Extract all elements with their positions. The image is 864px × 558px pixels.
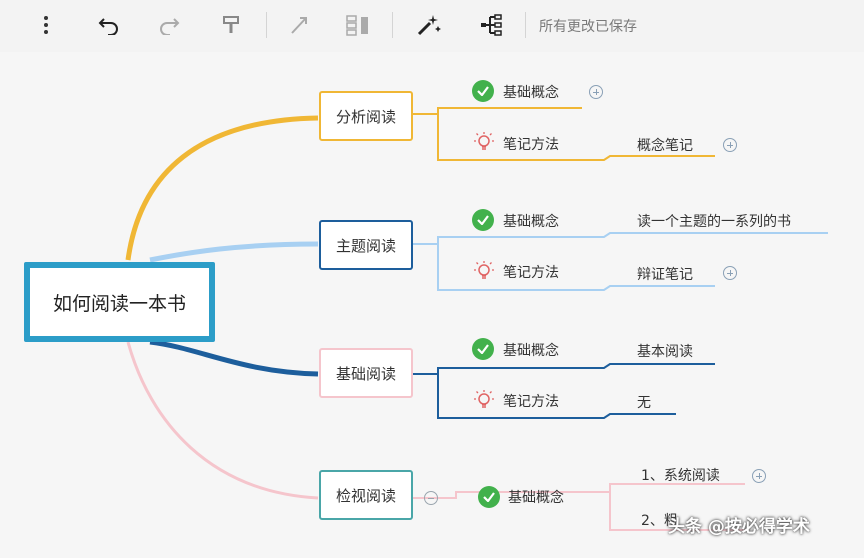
summary-icon[interactable] — [343, 10, 373, 40]
detail-value[interactable]: 无 — [637, 395, 651, 411]
format-painter-icon[interactable] — [216, 10, 246, 40]
lightbulb-icon — [474, 132, 494, 150]
toolbar-separator — [392, 12, 393, 38]
expand-plus-icon[interactable] — [723, 266, 737, 280]
topic-analysis-reading[interactable]: 分析阅读 — [319, 91, 413, 141]
branch-connectors — [125, 107, 828, 531]
subtopic-concept[interactable]: 基础概念 — [503, 343, 559, 359]
detail-value[interactable]: 概念笔记 — [637, 138, 693, 154]
check-icon — [472, 80, 494, 102]
toolbar: 所有更改已保存 — [0, 0, 864, 52]
subtopic-notes[interactable]: 笔记方法 — [503, 137, 559, 153]
detail-value[interactable]: 基本阅读 — [637, 344, 693, 360]
redo-icon[interactable] — [154, 10, 184, 40]
expand-plus-icon[interactable] — [723, 138, 737, 152]
expand-plus-icon[interactable] — [752, 469, 766, 483]
subtopic-concept[interactable]: 基础概念 — [503, 214, 559, 230]
check-icon — [472, 338, 494, 360]
structure-icon[interactable] — [477, 10, 507, 40]
lightbulb-icon — [474, 261, 494, 279]
subtopic-concept[interactable]: 基础概念 — [503, 85, 559, 101]
more-vertical-icon[interactable] — [31, 10, 61, 40]
connector-inspect — [126, 341, 319, 500]
undo-icon[interactable] — [94, 10, 124, 40]
topic-basic-reading[interactable]: 基础阅读 — [319, 348, 413, 398]
magic-wand-icon[interactable] — [414, 10, 444, 40]
subtopic-notes[interactable]: 笔记方法 — [503, 394, 559, 410]
lightbulb-icon — [474, 390, 494, 408]
topic-inspect-reading[interactable]: 检视阅读 — [319, 470, 413, 520]
detail-value[interactable]: 读一个主题的一系列的书 — [637, 214, 791, 230]
topic-theme-reading[interactable]: 主题阅读 — [319, 220, 413, 270]
check-icon — [472, 209, 494, 231]
expand-plus-icon[interactable] — [589, 85, 603, 99]
connector-topic — [149, 241, 319, 263]
detail-list-item[interactable]: 1、系统阅读 — [641, 468, 720, 484]
subtopic-notes[interactable]: 笔记方法 — [503, 265, 559, 281]
save-status: 所有更改已保存 — [539, 19, 637, 35]
toolbar-separator — [266, 12, 267, 38]
connector-basic — [149, 339, 319, 377]
relationship-icon[interactable] — [284, 10, 314, 40]
subtopic-concept[interactable]: 基础概念 — [508, 490, 564, 506]
toolbar-separator — [525, 12, 526, 38]
watermark: 头条 @按必得学术 — [668, 517, 810, 537]
check-icon — [478, 486, 500, 508]
collapse-minus-icon[interactable] — [424, 491, 438, 505]
detail-list-item[interactable]: 2、粗 — [641, 513, 678, 529]
connector-analysis — [125, 115, 319, 261]
central-topic[interactable]: 如何阅读一本书 — [24, 262, 215, 342]
detail-value[interactable]: 辩证笔记 — [637, 267, 693, 283]
